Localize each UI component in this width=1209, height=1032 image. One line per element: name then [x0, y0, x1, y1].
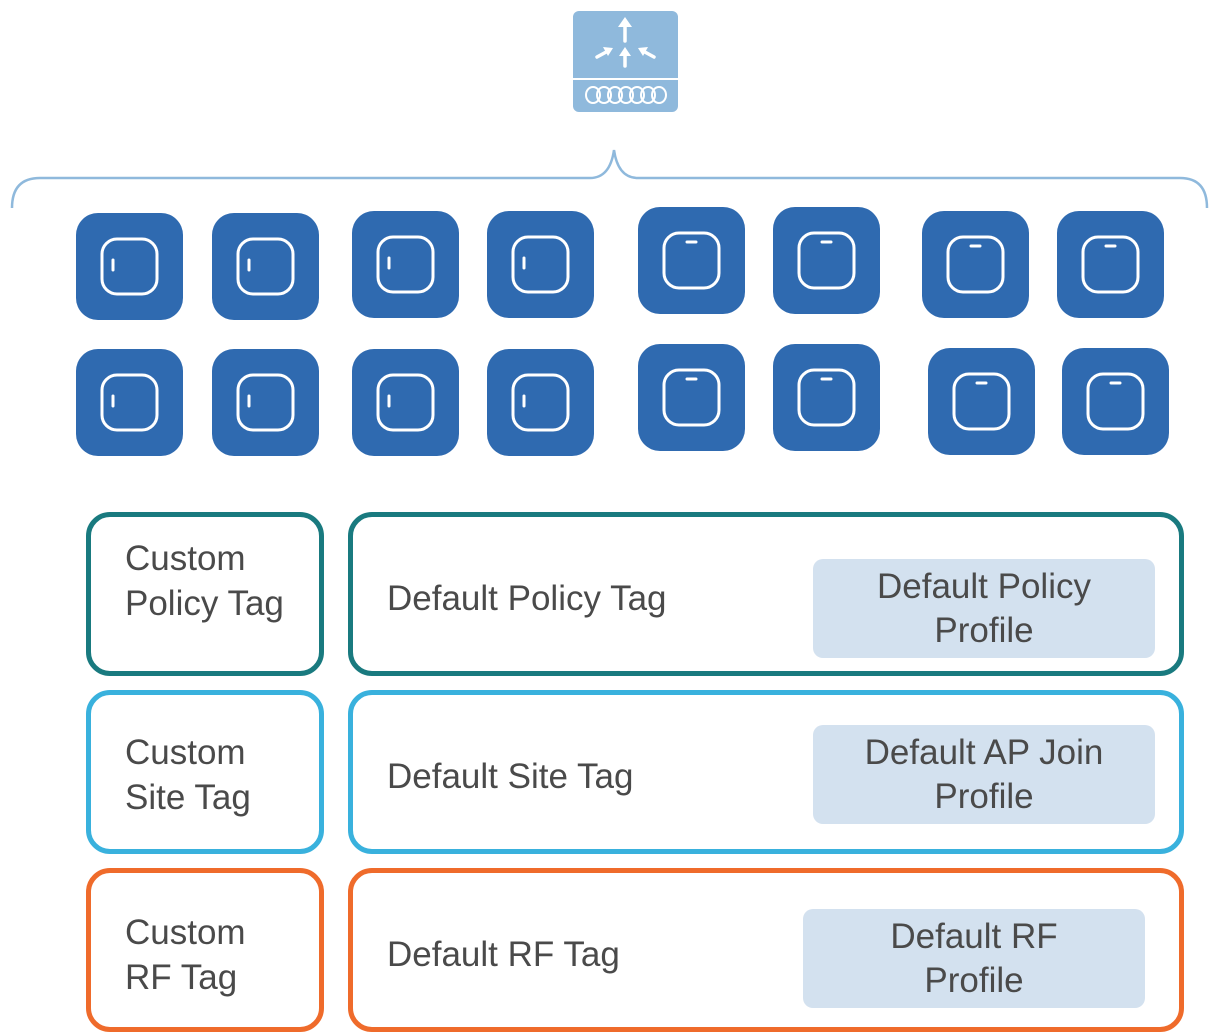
- access-point-icon: [638, 207, 745, 314]
- wireless-controller-icon: [573, 11, 678, 112]
- access-point-icon: [928, 348, 1035, 455]
- custom-rf-tag-label: Custom RF Tag: [125, 913, 246, 997]
- bracket-connector: [10, 149, 1209, 209]
- access-point-icon: [352, 211, 459, 318]
- access-point-icon: [352, 349, 459, 456]
- custom-policy-tag-box: Custom Policy Tag: [86, 512, 324, 676]
- access-point-icon: [212, 349, 319, 456]
- custom-site-tag-label: Custom Site Tag: [125, 733, 251, 817]
- access-point-icon: [1057, 211, 1164, 318]
- default-policy-tag-label: Default Policy Tag: [387, 579, 667, 618]
- default-policy-tag-box: Default Policy Tag Default Policy Profil…: [348, 512, 1184, 676]
- custom-policy-tag-label: Custom Policy Tag: [125, 539, 284, 623]
- default-rf-tag-box: Default RF Tag Default RF Profile: [348, 868, 1184, 1032]
- default-rf-tag-label: Default RF Tag: [387, 935, 620, 974]
- default-site-tag-label: Default Site Tag: [387, 757, 634, 796]
- access-point-icon: [773, 344, 880, 451]
- default-rf-profile: Default RF Profile: [803, 909, 1145, 1008]
- access-point-icon: [76, 349, 183, 456]
- access-point-icon: [922, 211, 1029, 318]
- access-point-icon: [638, 344, 745, 451]
- default-ap-join-profile: Default AP Join Profile: [813, 725, 1155, 824]
- access-point-icon: [487, 211, 594, 318]
- access-point-icon: [76, 213, 183, 320]
- access-point-icon: [487, 349, 594, 456]
- default-policy-profile: Default Policy Profile: [813, 559, 1155, 658]
- custom-site-tag-box: Custom Site Tag: [86, 690, 324, 854]
- access-point-icon: [1062, 348, 1169, 455]
- default-site-tag-box: Default Site Tag Default AP Join Profile: [348, 690, 1184, 854]
- custom-rf-tag-box: Custom RF Tag: [86, 868, 324, 1032]
- access-point-icon: [212, 213, 319, 320]
- access-point-icon: [773, 207, 880, 314]
